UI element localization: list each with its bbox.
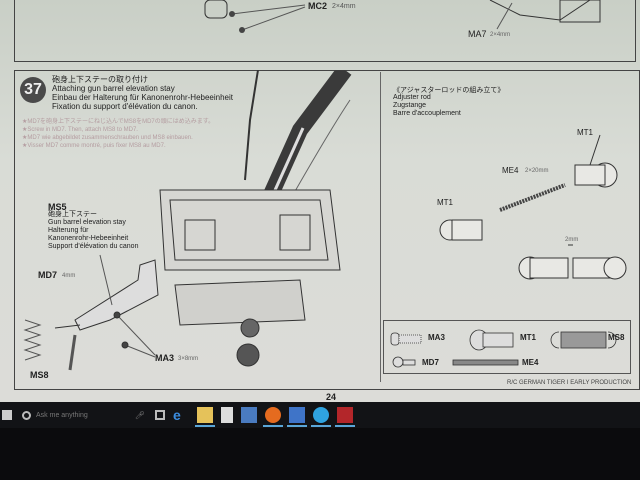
adjuster-de: Zugstange — [393, 102, 427, 109]
step-title-fr: Fixation du support d'élévation du canon… — [52, 102, 198, 111]
note-de: ★MD7 wie abgebildet zusammenschrauben un… — [22, 135, 193, 141]
ma7-size: 2×4mm — [490, 32, 511, 38]
parts-legend-drawings — [390, 329, 617, 368]
ms5-en: Gun barrel elevation stay — [48, 219, 126, 226]
previous-step-drawing — [204, 0, 601, 33]
mt1-left-label: MT1 — [437, 198, 453, 207]
adjuster-en: Adjuster rod — [393, 94, 431, 101]
page-number: 24 — [326, 392, 337, 402]
ms5-de2: Kanonenrohr-Hebeeinheit — [48, 235, 129, 242]
search-placeholder: Ask me anything — [36, 411, 88, 419]
previous-step-frame — [14, 0, 636, 62]
store-icon[interactable] — [221, 407, 233, 423]
ma3-size: 3×8mm — [178, 356, 199, 362]
note-en: ★Screw in MD7. Then, attach MS8 to MD7. — [22, 127, 138, 133]
adjuster-title-jp: 《アジャスターロッドの組み立て》 — [393, 87, 505, 94]
me4-label: ME4 — [502, 166, 519, 175]
legend-md7: MD7 — [422, 358, 439, 367]
mc2-size: 2×4mm — [332, 3, 356, 10]
adjuster-drawing — [439, 134, 627, 280]
ms5-callout: MS5 砲身上下ステー Gun barrel elevation stay Ha… — [48, 203, 138, 251]
telegram-icon[interactable] — [311, 407, 331, 427]
cortana-search-box[interactable]: Ask me anything 🎤︎ — [16, 405, 151, 425]
legend-ms8: MS8 — [608, 333, 625, 342]
microphone-icon[interactable]: 🎤︎ — [134, 410, 145, 420]
firefox-icon[interactable] — [263, 407, 283, 427]
step-title-en: Attaching gun barrel elevation stay — [52, 84, 175, 93]
mt1-right-label: MT1 — [577, 128, 593, 137]
step-title-de: Einbau der Halterung für Kanonenrohr-Heb… — [52, 93, 234, 102]
me4-size: 2×20mm — [525, 168, 549, 174]
app-window-icon[interactable] — [287, 407, 307, 427]
ms5-fr: Support d'élévation du canon — [48, 243, 139, 250]
file-explorer-icon[interactable] — [195, 407, 215, 427]
step-title-jp: 砲身上下ステーの取り付け — [52, 75, 148, 84]
section-divider — [380, 72, 381, 382]
parts-legend — [383, 320, 631, 374]
edge-icon[interactable]: e — [173, 407, 181, 423]
note-fr: ★Visser MD7 comme montré, puis fixer MS8… — [22, 143, 166, 149]
mc2-label: MC2 — [308, 1, 328, 11]
adjuster-fr: Barre d'accouplement — [393, 110, 461, 117]
note-jp: ★MD7を砲身上下ステーにねじ込んでMS8をMD7の頭にはめ込みます。 — [22, 119, 215, 125]
taskbar: Ask me anything 🎤︎ e — [0, 402, 640, 428]
legend-me4: ME4 — [522, 358, 539, 367]
gap-label: 2mm — [565, 237, 579, 243]
ms8-label: MS8 — [30, 370, 49, 380]
start-button[interactable] — [2, 410, 12, 420]
ms5-de1: Halterung für — [48, 227, 89, 234]
cortana-icon — [22, 410, 31, 420]
legend-mt1: MT1 — [520, 333, 536, 342]
ma3-label: MA3 — [155, 353, 175, 363]
task-view-icon[interactable] — [155, 410, 165, 420]
media-player-icon[interactable] — [241, 407, 257, 423]
legend-ma3: MA3 — [428, 333, 445, 342]
acrobat-reader-icon[interactable] — [335, 407, 355, 427]
ms5-jp: 砲身上下ステー — [48, 211, 97, 218]
md7-label: MD7 — [38, 270, 58, 280]
step-notes: ★MD7を砲身上下ステーにねじ込んでMS8をMD7の頭にはめ込みます。 ★Scr… — [22, 118, 262, 150]
step-number-badge: 37 — [20, 77, 46, 103]
manual-page: MC2 2×4mm MA7 2×4mm 37 砲身上下ステーの取り付け Atta… — [0, 0, 640, 402]
product-footer: R/C GERMAN TIGER I EARLY PRODUCTION — [507, 380, 632, 386]
ms5-code: MS5 — [48, 202, 67, 212]
assembly-drawing — [23, 70, 352, 371]
md7-size: 4mm — [62, 273, 76, 279]
ma7-label: MA7 — [468, 29, 487, 39]
